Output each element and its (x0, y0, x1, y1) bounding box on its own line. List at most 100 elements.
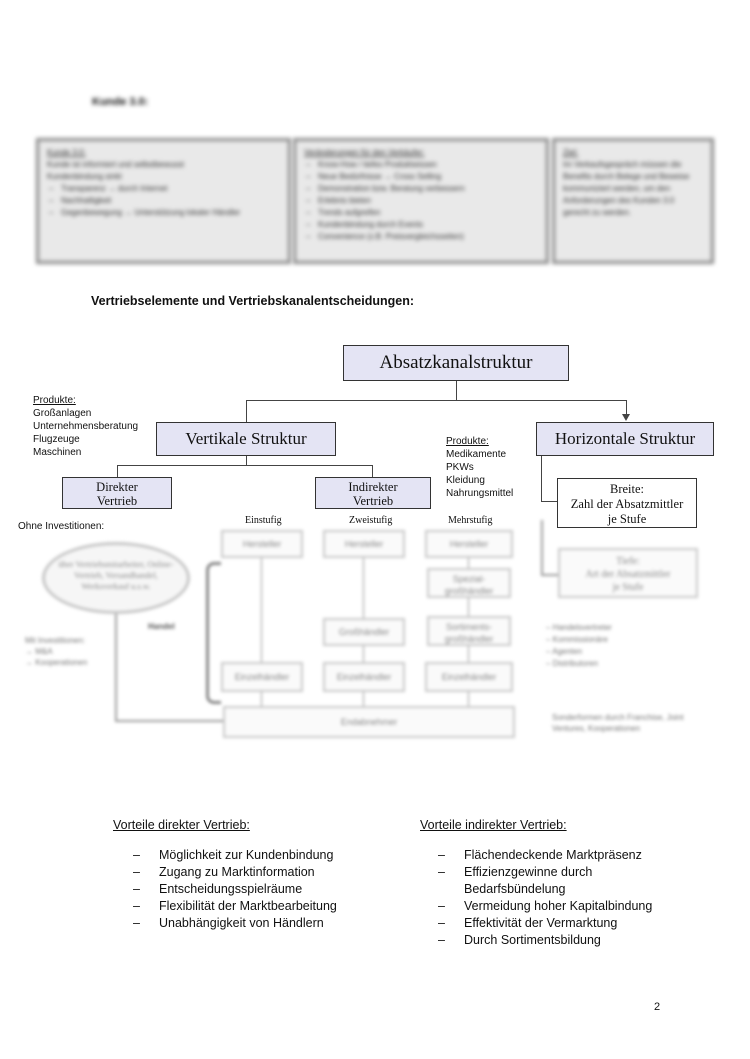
list-item: –Unabhängigkeit von Händlern (133, 916, 324, 930)
produkt-item: PKWs (446, 462, 474, 473)
absatzmittler-item: – Agenten (546, 647, 583, 656)
list-item: –Möglichkeit zur Kundenbindung (133, 848, 334, 862)
verkaeufer-bullet: Convenience (z.B. Preisvergleichsseiten) (306, 231, 538, 243)
page-number: 2 (654, 1001, 661, 1013)
connector (468, 646, 469, 662)
kunde-box: Kunde 3.0: Kunde ist informiert und selb… (36, 138, 291, 264)
connector (541, 456, 542, 502)
verkaeufer-box: Veränderungen für den Verkäufer: Know-Ho… (293, 138, 549, 264)
produkt-item: Nahrungsmittel (446, 488, 514, 499)
connector (541, 501, 557, 502)
produkte-left: Produkte: Großanlagen Unternehmensberatu… (33, 394, 138, 459)
list-item: –Flexibilität der Marktbearbeitung (133, 899, 337, 913)
breite-line: Zahl der Absatzmittler (570, 497, 684, 511)
connector (456, 381, 457, 401)
spezialgrosshaendler-box: Spezial-großhändler (427, 568, 511, 598)
connector (626, 400, 627, 414)
vertrieb-line: Vertrieb (352, 494, 394, 508)
connector (468, 598, 469, 616)
connector (468, 558, 469, 568)
list-item: –Zugang zu Marktinformation (133, 865, 315, 879)
verkaeufer-bullet: Neue Bedürfnisse → Cross Selling (306, 171, 538, 183)
produkt-item: Unternehmensberatung (33, 421, 139, 432)
kunde-bullet: Nachhaltigkeit (49, 195, 280, 207)
einzelhaendler-box: Einzelhändler (425, 662, 513, 692)
produkte-right: Produkte: Medikamente PKWs Kleidung Nahr… (446, 435, 513, 500)
hersteller-box: Hersteller (425, 530, 513, 558)
ohne-investitionen-label: Ohne Investitionen: (18, 521, 105, 532)
list-item: –Vermeidung hoher Kapitalbindung (438, 899, 653, 913)
vertikale-struktur-box: Vertikale Struktur (156, 422, 336, 456)
produkt-item: Kleidung (446, 475, 485, 486)
connector (115, 614, 117, 722)
kunde-box-title: Kunde 3.0: (47, 148, 86, 157)
list-item: –Flächendeckende Marktpräsenz (438, 848, 642, 862)
ziel-box: Ziel: Im Verkaufsgespräch müssen die Ben… (552, 138, 714, 264)
grosshaendler-box: Großhändler (323, 618, 405, 646)
produkt-item: Großanlagen (33, 408, 92, 419)
verkaeufer-box-title: Veränderungen für den Verkäufer: (304, 148, 425, 157)
list-item: –Effektivität der Vermarktung (438, 916, 618, 930)
verkaeufer-bullet: Trends aufgreifen (306, 207, 538, 219)
mit-invest-item: → M&A (25, 647, 53, 656)
connector (541, 520, 543, 576)
list-item-continuation: Bedarfsbündelung (464, 882, 566, 896)
breite-line: Breite: (609, 482, 644, 496)
produkte-right-title: Produkte: (446, 436, 489, 447)
mit-invest-item: → Kooperationen (25, 658, 88, 667)
absatzmittler-item: – Handelsvertreter (546, 623, 612, 632)
direkter-vertrieb-box: Direkter Vertrieb (62, 477, 172, 509)
channel-diagram-blurred: über Vertriebsmitarbeiter, Online-Vertri… (0, 520, 750, 750)
absatzmittler-list: – Handelsvertreter – Kommissionäre – Age… (546, 622, 612, 670)
produkt-item: Flugzeuge (33, 434, 80, 445)
list-item: –Durch Sortimentsbildung (438, 933, 601, 947)
mit-investitionen: Mit Investitionen: → M&A → Kooperationen (25, 635, 87, 668)
breite-line: je Stufe (607, 512, 647, 526)
endabnehmer-box: Endabnehmer (223, 706, 515, 738)
connector (117, 465, 373, 466)
hersteller-box: Hersteller (221, 530, 303, 558)
verkaeufer-bullet: Know-How / tiefes Produktwissen (306, 159, 538, 171)
produkte-left-title: Produkte: (33, 395, 76, 406)
connector (117, 465, 118, 477)
vorteile-indirekt-list: –Flächendeckende Marktpräsenz –Effizienz… (418, 847, 652, 949)
direkter-line: Direkter (96, 480, 138, 494)
connector (468, 692, 469, 706)
verkaeufer-bullet: Kundenbindung durch Events (306, 219, 538, 231)
absatzkanalstruktur-box: Absatzkanalstruktur (343, 345, 569, 381)
connector (115, 720, 223, 722)
kunde-bullet: Transparenz → durch Internet (49, 183, 280, 195)
produkt-item: Medikamente (446, 449, 507, 460)
connector (261, 692, 262, 706)
mehrstufig-label: Mehrstufig (448, 515, 493, 526)
connector (372, 465, 373, 477)
connector (363, 646, 364, 662)
produkt-item: Maschinen (33, 447, 82, 458)
connector (246, 400, 627, 401)
einzelhaendler-box: Einzelhändler (323, 662, 405, 692)
kunde-line: Kunde ist informiert und selbstbewusst (47, 160, 184, 169)
tiefe-line: Art der Absatzmittler (585, 569, 671, 580)
einzelhaendler-box: Einzelhändler (221, 662, 303, 692)
kunde-bullet: Gegenbewegung → Unterstützung lokaler Hä… (49, 207, 280, 219)
mit-invest-title: Mit Investitionen: (25, 636, 86, 645)
vorteile-indirekt-title: Vorteile indirekter Vertrieb: (420, 818, 567, 832)
kunde-line: Kundenbindung sinkt (47, 172, 122, 181)
zweistufig-label: Zweistufig (349, 515, 393, 526)
indirekter-vertrieb-box: Indirekter Vertrieb (315, 477, 431, 509)
sortimentsgrosshaendler-box: Sortiments-großhändler (427, 616, 511, 646)
verkaeufer-bullet: Demonstration bzw. Beratung verbessern (306, 183, 538, 195)
top-heading: Kunde 3.0: (92, 96, 149, 108)
direct-channels-ellipse: über Vertriebsmitarbeiter, Online-Vertri… (42, 542, 190, 614)
connector (363, 692, 364, 706)
horizontale-struktur-box: Horizontale Struktur (536, 422, 714, 456)
connector (363, 558, 364, 618)
handel-label: Handel (148, 622, 175, 631)
vorteile-direkt-list: –Möglichkeit zur Kundenbindung –Zugang z… (113, 847, 337, 932)
verkaeufer-bullet: Erlebnis bieten (306, 195, 538, 207)
connector (541, 574, 558, 576)
tiefe-line: Tiefe: (616, 556, 640, 567)
tiefe-box: Tiefe: Art der Absatzmittler je Stufe (558, 548, 698, 598)
section-heading: Vertriebselemente und Vertriebskanalents… (91, 294, 415, 308)
handel-bracket (206, 562, 221, 704)
